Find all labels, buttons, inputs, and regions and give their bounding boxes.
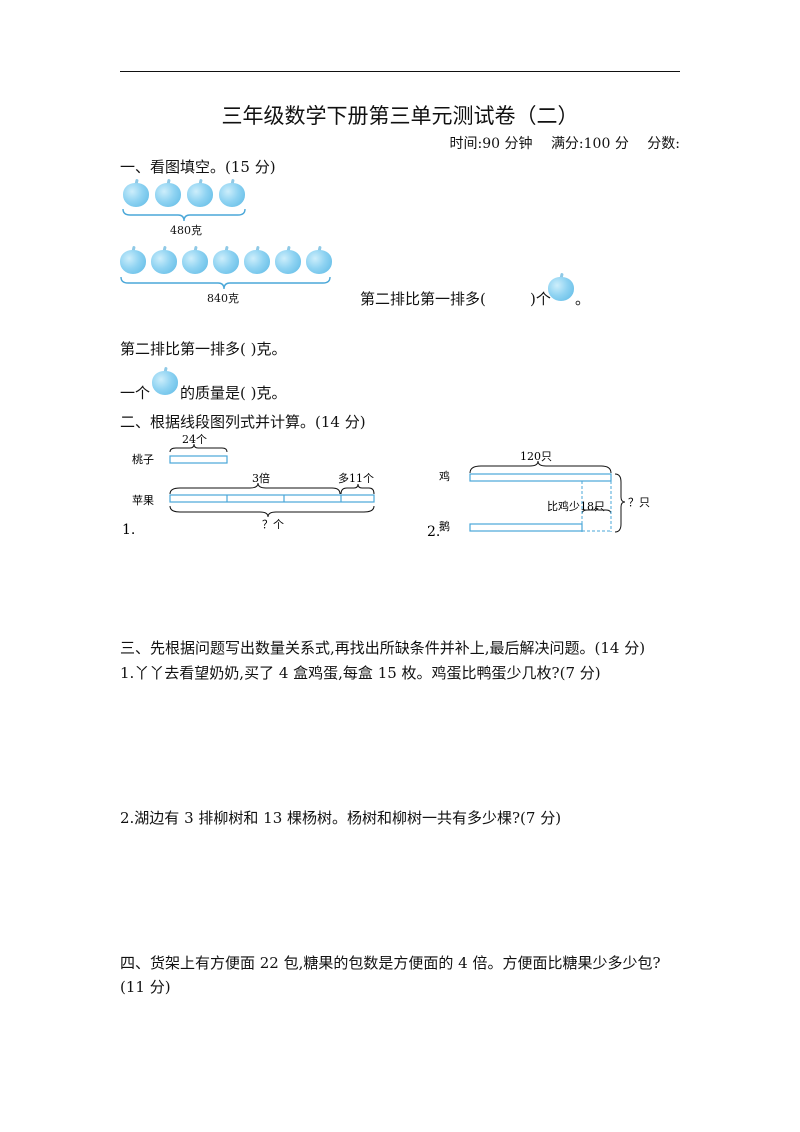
- row2-weight: 840克: [207, 292, 239, 305]
- q-one-suffix: 的质量是( )克。: [180, 384, 287, 402]
- duck-bar: [469, 523, 583, 532]
- apple-icon: [182, 245, 208, 274]
- apple-icon: [155, 178, 181, 207]
- diagram-2-number: 2.: [427, 524, 440, 540]
- apple-times-label: 3倍: [252, 471, 270, 485]
- apple-icon: [244, 245, 270, 274]
- section2-heading: 二、根据线段图列式并计算。(14 分): [120, 413, 366, 431]
- score-field: 分数:: [647, 136, 680, 152]
- apple-more-label: 多11个: [338, 471, 374, 485]
- full-score: 满分:100 分: [550, 136, 629, 152]
- section3-question-1: 1.丫丫去看望奶奶,买了 4 盒鸡蛋,每盒 15 枚。鸡蛋比鸭蛋少几枚?(7 分…: [120, 664, 601, 682]
- row1-weight: 480克: [170, 224, 202, 237]
- apple-icon: [187, 178, 213, 207]
- apple-icon: [275, 245, 301, 274]
- peach-label: 桃子: [132, 452, 154, 466]
- section1-heading: 一、看图填空。(15 分): [120, 158, 276, 176]
- brace-row-1: [122, 208, 246, 222]
- total-animals-label: ？只: [628, 496, 650, 509]
- apple-icon: [219, 178, 245, 207]
- top-rule: [120, 71, 680, 72]
- exam-meta: 时间:90 分钟 满分:100 分 分数:: [436, 133, 681, 153]
- apple-icon: [306, 245, 332, 274]
- apple-icon: [548, 272, 574, 301]
- apple-label: 苹果: [132, 493, 154, 507]
- chicken-label: 鸡: [439, 469, 450, 483]
- q-count-prefix: 第二排比第一排多(: [360, 290, 486, 308]
- section3-question-2: 2.湖边有 3 排柳树和 13 棵杨树。杨树和柳树一共有多少棵?(7 分): [120, 809, 562, 827]
- brace-row-2: [120, 276, 331, 290]
- chicken-bar: [469, 473, 612, 482]
- apple-bar: [169, 494, 375, 503]
- peach-bar: [169, 455, 228, 464]
- apple-icon: [213, 245, 239, 274]
- q-one-prefix: 一个: [120, 384, 151, 402]
- apple-icon: [151, 245, 177, 274]
- page-title: 三年级数学下册第三单元测试卷（二）: [221, 104, 579, 128]
- time-limit: 时间:90 分钟: [449, 136, 533, 152]
- segment-diagram-2: 120只 鸡 比鸡少18只 ？只 2. 鹅: [427, 450, 650, 540]
- section4-question: 四、货架上有方便面 22 包,糖果的包数是方便面的 4 倍。方便面比糖果少多少包…: [120, 954, 661, 972]
- peach-top-label: 24个: [182, 433, 207, 446]
- q-grams: 第二排比第一排多( )克。: [120, 340, 287, 358]
- apple-icon: [123, 178, 149, 207]
- chicken-top-label: 120只: [520, 450, 552, 463]
- q-count-end: 。: [575, 290, 591, 308]
- q-count-suffix: )个: [530, 290, 551, 308]
- section4-points: (11 分): [120, 978, 171, 996]
- apple-icon: [152, 366, 178, 395]
- apple-icon: [120, 245, 146, 274]
- duck-label: 鹅: [439, 519, 450, 533]
- section3-heading: 三、先根据问题写出数量关系式,再找出所缺条件并补上,最后解决问题。(14 分): [120, 639, 646, 657]
- diagram-1-number: 1.: [122, 522, 135, 538]
- segment-diagram-1: 24个 桃子 3倍 多11个 苹果 ？个 1.: [122, 433, 375, 538]
- apple-total-label: ？个: [262, 518, 284, 531]
